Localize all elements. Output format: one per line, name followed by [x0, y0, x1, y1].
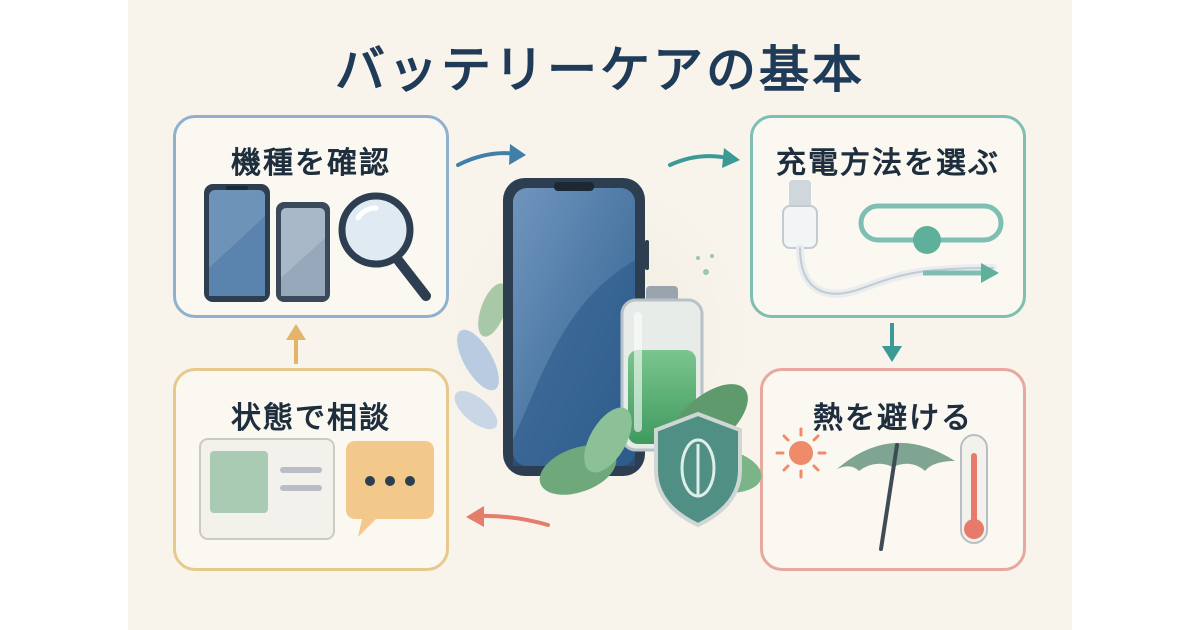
step-card-choose-charging: 充電方法を選ぶ — [750, 115, 1026, 318]
step-card-check-model: 機種を確認 — [173, 115, 449, 318]
page-title: バッテリーケアの基本 — [335, 41, 865, 99]
toggle-switch-icon — [858, 203, 1004, 254]
step-card-consult-status: 状態で相談 — [173, 368, 449, 571]
arrow-check-to-charge — [456, 144, 526, 167]
smartphone-small-icon — [276, 202, 330, 302]
umbrella-icon — [837, 442, 955, 551]
step-card-avoid-heat: 熱を避ける — [760, 368, 1026, 571]
diagram-canvas: バッテリーケアの基本 機種を確認 充電方法を選ぶ — [128, 0, 1072, 630]
avoid-heat-illustration — [775, 427, 988, 551]
consult-illustration — [199, 438, 434, 540]
id-card-icon — [199, 438, 335, 540]
magnifier-icon — [338, 192, 431, 301]
decor-leaves-left — [454, 283, 508, 430]
thermometer-icon — [960, 434, 988, 544]
arrow-heat-to-consult — [466, 506, 550, 527]
arrow-consult-to-check — [286, 324, 306, 364]
arrow-charge-to-heat — [882, 323, 902, 362]
step-label-avoid-heat: 熱を避ける — [813, 401, 973, 436]
step-label-check-model: 機種を確認 — [231, 146, 391, 181]
sun-icon — [775, 427, 827, 479]
step-label-consult-status: 状態で相談 — [231, 401, 391, 436]
choose-charging-illustration — [782, 180, 1004, 298]
central-illustration — [286, 144, 902, 528]
step-label-choose-charging: 充電方法を選ぶ — [776, 146, 1000, 181]
shield-leaf-icon — [654, 411, 742, 528]
arrow-into-charge — [668, 148, 740, 168]
speech-bubble-icon — [346, 441, 434, 537]
usb-cable-icon — [782, 180, 997, 298]
sparkle-dots — [696, 254, 714, 275]
check-model-illustration — [204, 184, 431, 302]
charge-flow-arrow — [923, 263, 999, 283]
smartphone-icon — [503, 178, 649, 476]
smartphone-icon — [204, 184, 270, 302]
